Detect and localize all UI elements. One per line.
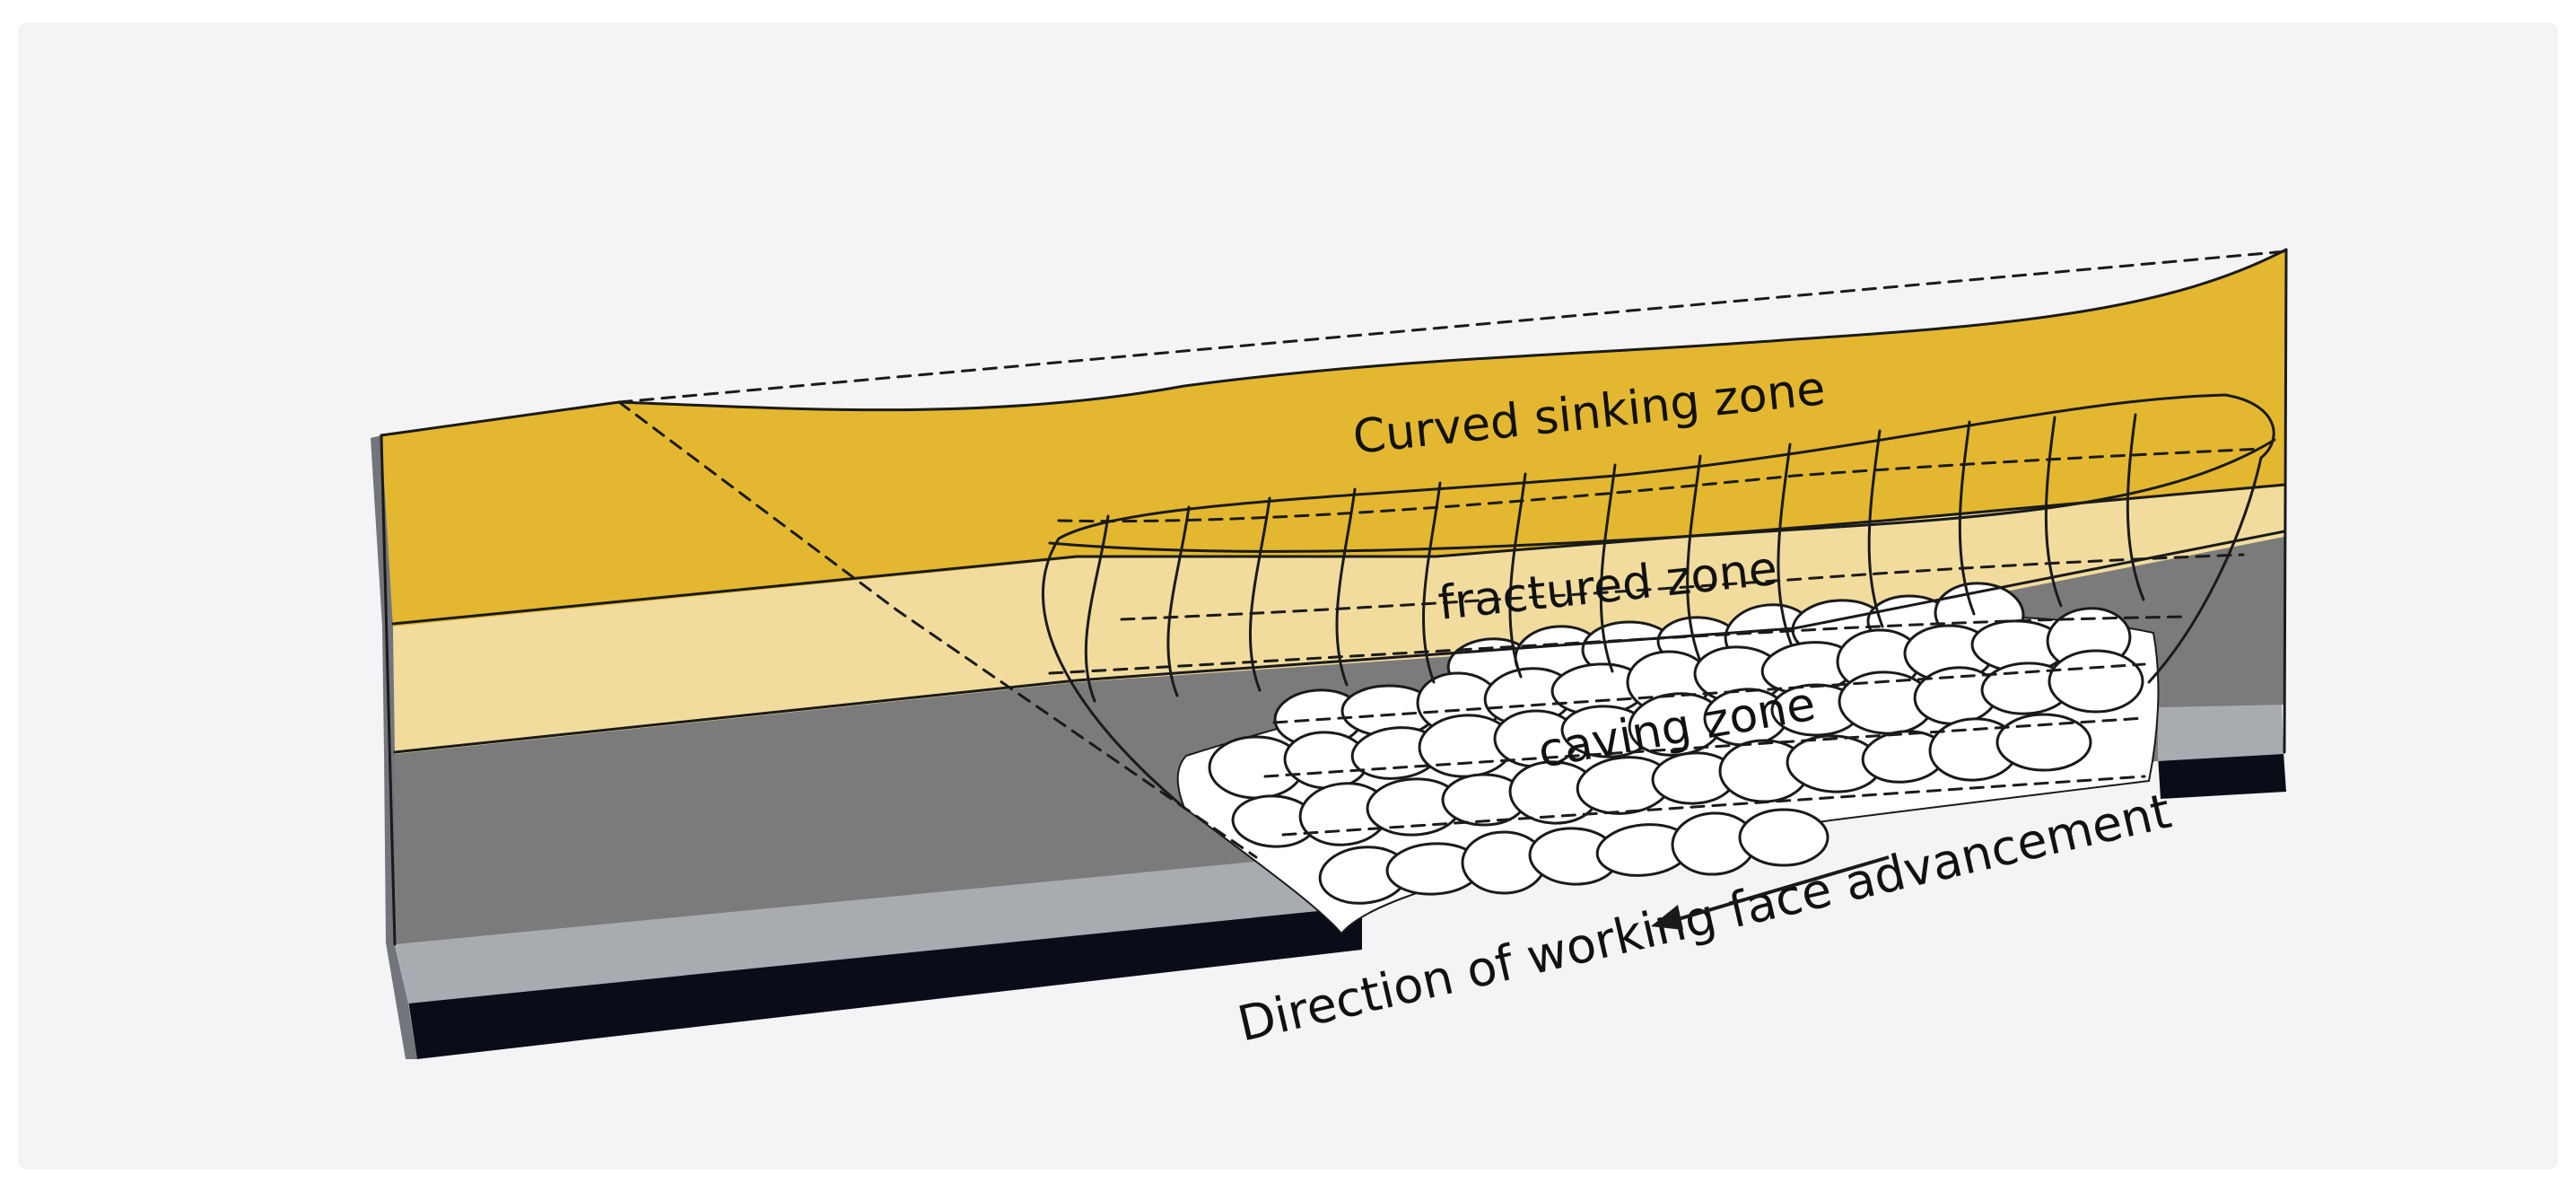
rubble-block <box>1995 713 2092 772</box>
original-surface-dashed <box>617 250 2288 404</box>
fracture-line <box>1084 514 1110 703</box>
fracture-line <box>1422 481 1442 684</box>
fracture-line <box>1249 496 1271 692</box>
rubble-dashed-line <box>1281 775 2146 837</box>
boundary-surface-fractured <box>391 483 2286 626</box>
direction-arrow <box>1651 855 1890 930</box>
coal-seam-left <box>408 907 1362 1059</box>
rubble-dashed-line <box>1272 662 2146 724</box>
fracture-line <box>1958 420 1976 616</box>
left-side-face <box>371 435 417 1059</box>
rubble-block <box>2048 649 2144 714</box>
fracture-line <box>1867 429 1884 628</box>
coal-seam-right <box>2158 752 2286 799</box>
roof-band-right <box>2158 703 2283 761</box>
fracture-line <box>2126 413 2145 601</box>
boundary-fractured-rock <box>393 530 2286 754</box>
arrow-shaft <box>1659 855 1890 926</box>
fracture-line <box>1508 472 1527 679</box>
arrow-head <box>1651 905 1683 930</box>
subsidence-curve <box>1048 438 2276 553</box>
right-edge <box>2283 248 2288 754</box>
rubble-dashed-lines <box>1263 662 2146 837</box>
boundary-lines <box>380 248 2288 946</box>
fracture-lines <box>1084 413 2145 703</box>
fracture-line <box>1166 505 1191 697</box>
surface-layer <box>381 250 2286 627</box>
surface-outline <box>380 248 2288 437</box>
rubble-dashed-line <box>1263 716 2146 778</box>
zone-dash-upper <box>1057 447 2263 523</box>
disturbed-zone-envelope <box>1042 393 2275 810</box>
zone-dash-middle <box>1120 553 2245 621</box>
break-line-dashed <box>617 400 1258 859</box>
left-edge <box>380 434 397 946</box>
layer-stack <box>371 250 2286 1059</box>
fractured-layer <box>393 485 2284 754</box>
fracture-line <box>1777 443 1793 645</box>
fracture-line <box>1599 463 1617 673</box>
caving-zone-area <box>1176 582 2160 935</box>
roof-band-left <box>395 855 1362 1004</box>
fracture-line <box>1335 487 1357 687</box>
rubble-block <box>1738 808 1829 867</box>
fracture-line <box>1686 454 1702 661</box>
zone-dash-lower <box>1048 615 2191 675</box>
fracture-line <box>2044 416 2063 608</box>
